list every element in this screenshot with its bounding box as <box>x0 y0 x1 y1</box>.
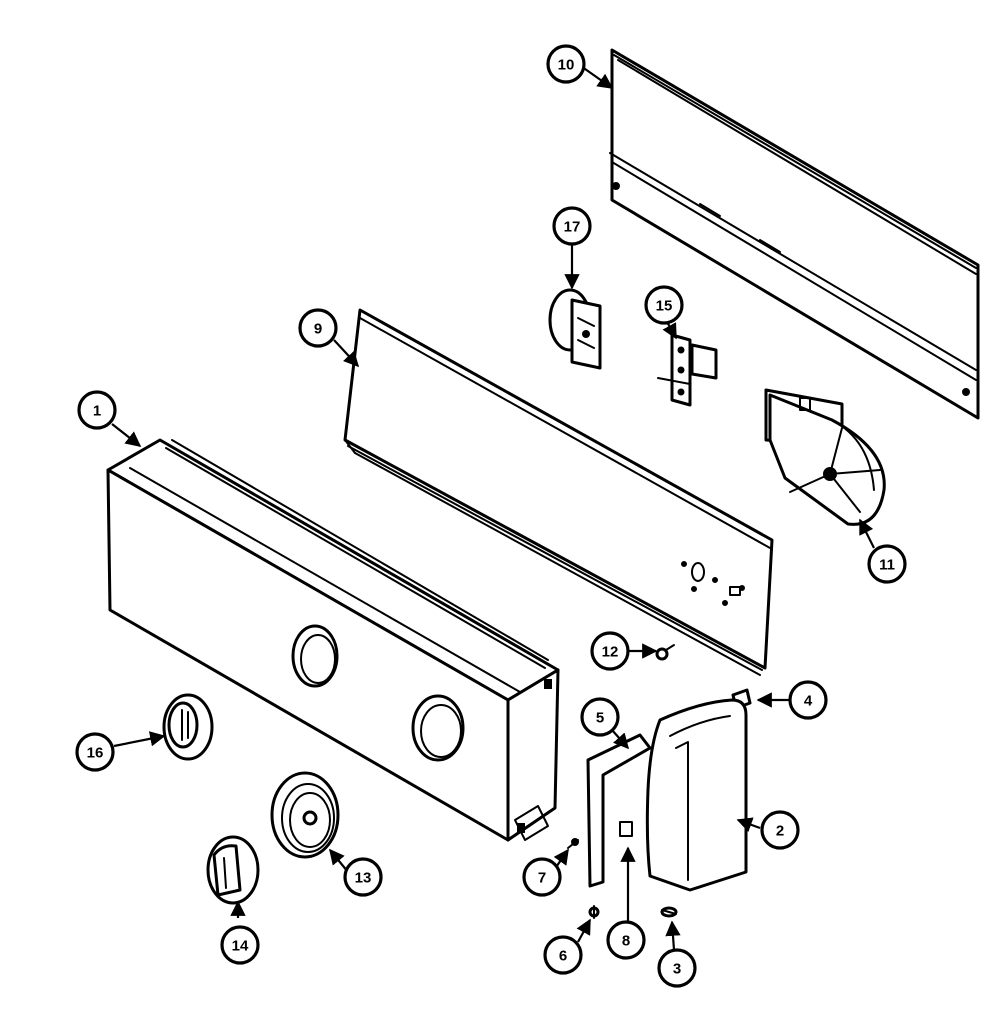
svg-text:14: 14 <box>232 938 249 955</box>
callout-2: 2 <box>760 810 800 850</box>
end-cap-part-2 <box>619 698 748 892</box>
callout-14: 14 <box>220 925 260 965</box>
part-15-bracket <box>657 333 718 407</box>
callout-17: 17 <box>552 206 592 246</box>
callout-3: 3 <box>657 948 697 988</box>
svg-text:9: 9 <box>314 321 322 338</box>
knob-part-16 <box>162 693 214 761</box>
clip-part-3 <box>660 906 678 918</box>
screw-part-12 <box>655 644 675 661</box>
callout-13: 13 <box>343 857 383 897</box>
callout-6: 6 <box>543 935 583 975</box>
part-17-component <box>548 288 602 370</box>
svg-text:1: 1 <box>93 403 101 420</box>
svg-text:8: 8 <box>622 933 630 950</box>
screw-part-6 <box>588 905 600 919</box>
callout-12: 12 <box>590 631 630 671</box>
callout-15: 15 <box>644 285 684 325</box>
callout-8: 8 <box>606 920 646 960</box>
back-plate-part-9 <box>343 308 774 676</box>
svg-text:15: 15 <box>656 298 673 315</box>
callout-5: 5 <box>580 697 620 737</box>
callout-4: 4 <box>788 680 828 720</box>
svg-text:10: 10 <box>558 57 575 74</box>
svg-text:11: 11 <box>879 557 895 574</box>
callout-7: 7 <box>522 857 562 897</box>
dial-part-13 <box>270 771 340 859</box>
leader-lines <box>111 63 875 951</box>
svg-text:3: 3 <box>673 961 681 978</box>
screw-part-7 <box>567 838 579 849</box>
callout-11: 11 <box>867 544 907 584</box>
svg-text:16: 16 <box>87 745 104 762</box>
svg-text:7: 7 <box>538 870 546 887</box>
part-11-blower-assembly <box>764 388 886 526</box>
svg-text:6: 6 <box>559 948 567 965</box>
knob-part-14 <box>206 835 260 905</box>
svg-text:4: 4 <box>804 693 813 710</box>
svg-text:17: 17 <box>564 219 581 236</box>
callout-10: 10 <box>546 44 586 84</box>
callout-1: 1 <box>77 390 117 430</box>
svg-text:12: 12 <box>602 644 619 661</box>
callout-9: 9 <box>298 308 338 348</box>
svg-text:2: 2 <box>776 823 784 840</box>
console-housing-part-1 <box>106 438 560 842</box>
svg-text:13: 13 <box>355 870 372 887</box>
rear-panel-part-10 <box>609 48 980 420</box>
end-trim-part-5 <box>586 733 652 888</box>
callout-16: 16 <box>75 732 115 772</box>
svg-text:5: 5 <box>596 710 604 727</box>
